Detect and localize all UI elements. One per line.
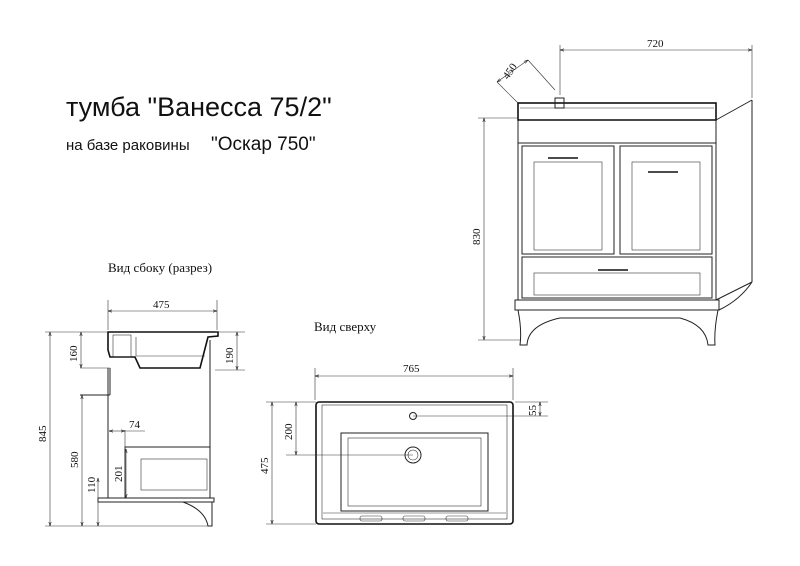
top-view: 765 475 200 55: [259, 363, 548, 525]
dim-top-width: 765: [403, 363, 420, 375]
dim-side-depth: 475: [153, 299, 170, 311]
front-view: 720 450 830: [471, 38, 753, 346]
dim-top-drain-offset: 200: [283, 423, 295, 440]
side-view-caption: Вид сбоку (разрез): [108, 260, 212, 275]
dim-front-depth: 450: [501, 61, 521, 82]
legs: [517, 309, 719, 346]
dim-side-lower-height: 580: [69, 451, 81, 468]
top-view-caption: Вид сверху: [314, 319, 377, 334]
plinth: [514, 299, 720, 311]
dim-front-width: 720: [647, 38, 664, 50]
dim-side-leg-height: 110: [86, 476, 98, 493]
dim-side-total-height: 845: [37, 425, 49, 442]
dim-side-drawer-offset: 74: [129, 419, 141, 431]
subtitle-model: "Оскар 750": [211, 134, 316, 155]
side-view: 475 845 160 190 580 110 201 74: [37, 299, 245, 527]
dim-top-faucet-offset: 55: [527, 405, 539, 417]
drawer: [521, 256, 713, 299]
product-title: тумба "Ванесса 75/2": [66, 92, 332, 122]
sink-top: [517, 102, 717, 121]
faucet-icon: [554, 97, 565, 109]
dim-side-sink-right: 190: [224, 347, 236, 364]
dim-top-depth: 475: [259, 457, 271, 474]
subtitle-prefix: на базе раковины: [66, 137, 190, 154]
dim-side-drawer-height: 201: [113, 466, 125, 483]
sink-section: [107, 331, 219, 369]
sink-outline: [315, 401, 514, 525]
dim-front-height: 830: [471, 228, 483, 245]
sink-bowl: [340, 432, 489, 512]
right-door: [619, 145, 713, 255]
dim-side-sink-left: 160: [68, 345, 80, 362]
left-door: [521, 145, 615, 255]
drawer-section: [124, 446, 211, 499]
